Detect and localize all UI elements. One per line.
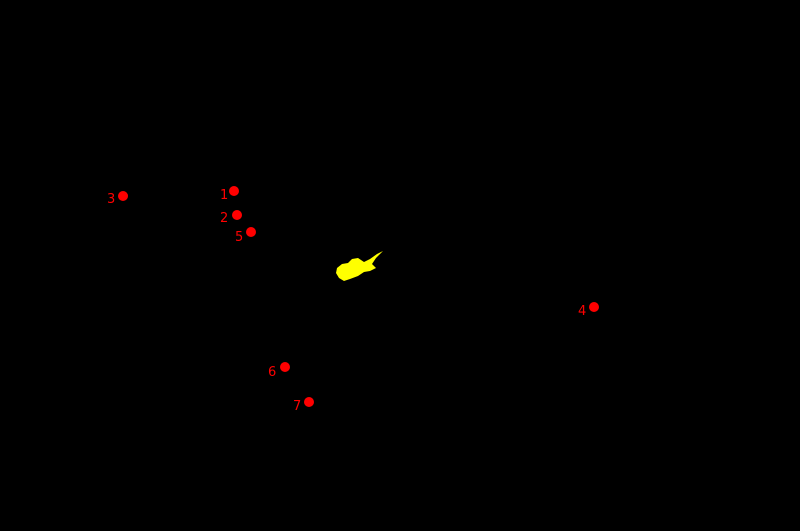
marker-7[interactable]: 7 (293, 397, 314, 414)
marker-1[interactable]: 1 (220, 186, 239, 203)
marker-6[interactable]: 6 (268, 362, 290, 380)
marker-2[interactable]: 2 (220, 210, 242, 226)
marker-4[interactable]: 4 (578, 302, 599, 319)
marker-label: 6 (268, 365, 276, 380)
marker-dot (589, 302, 599, 312)
marker-label: 7 (293, 399, 301, 414)
marker-label: 2 (220, 211, 228, 226)
marker-label: 3 (107, 192, 115, 207)
marker-dot (232, 210, 242, 220)
marker-dot (118, 191, 128, 201)
marker-5[interactable]: 5 (235, 227, 256, 245)
marker-dot (229, 186, 239, 196)
marker-dot (246, 227, 256, 237)
marker-label: 1 (220, 188, 228, 203)
marker-dot (304, 397, 314, 407)
marker-label: 5 (235, 230, 243, 245)
marker-3[interactable]: 3 (107, 191, 128, 207)
marker-label: 4 (578, 304, 586, 319)
marker-dot (280, 362, 290, 372)
cyprus-island (336, 251, 383, 281)
